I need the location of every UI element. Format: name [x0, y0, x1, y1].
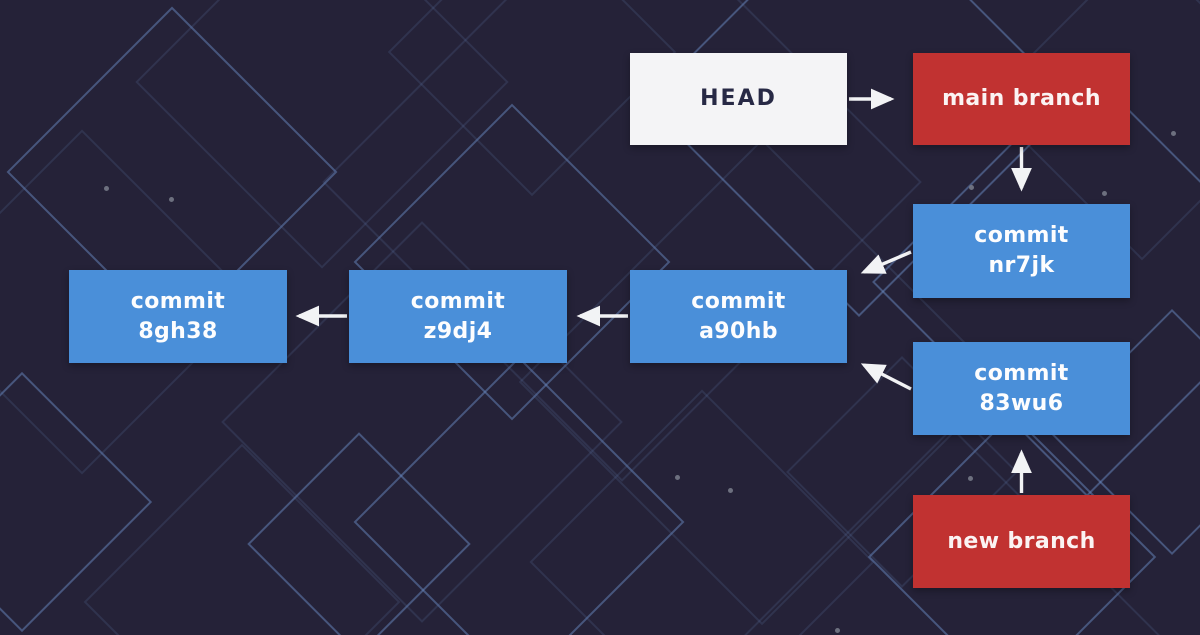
- main-branch-label: main branch: [942, 86, 1101, 111]
- background-dot: [1170, 130, 1176, 136]
- node-commit-a90hb: commit a90hb: [630, 270, 847, 363]
- commit-label: commit: [130, 288, 226, 314]
- node-head: HEAD: [630, 53, 847, 145]
- node-commit-nr7jk: commit nr7jk: [913, 204, 1130, 298]
- node-commit-83wu6: commit 83wu6: [913, 342, 1130, 435]
- commit-hash: 8gh38: [138, 318, 218, 344]
- background-dot: [103, 185, 109, 191]
- commit-hash: a90hb: [699, 318, 778, 344]
- node-commit-8gh38: commit 8gh38: [69, 270, 287, 363]
- background-dot: [968, 184, 974, 190]
- commit-hash: 83wu6: [979, 390, 1064, 416]
- commit-label: commit: [974, 360, 1069, 386]
- background-dot: [834, 627, 840, 633]
- new-branch-label: new branch: [947, 528, 1096, 554]
- background-dot: [168, 196, 174, 202]
- commit-label: commit: [410, 288, 506, 314]
- commit-hash: nr7jk: [988, 253, 1055, 278]
- background-dot: [1101, 190, 1107, 196]
- commit-label: commit: [974, 223, 1069, 248]
- background-dot: [967, 475, 973, 481]
- background-dot: [727, 487, 733, 493]
- node-new-branch: new branch: [913, 495, 1130, 588]
- commit-label: commit: [691, 288, 786, 314]
- background-dot: [674, 474, 680, 480]
- commit-hash: z9dj4: [423, 318, 493, 344]
- node-main-branch: main branch: [913, 53, 1130, 145]
- head-label: HEAD: [700, 86, 777, 111]
- node-commit-z9dj4: commit z9dj4: [349, 270, 567, 363]
